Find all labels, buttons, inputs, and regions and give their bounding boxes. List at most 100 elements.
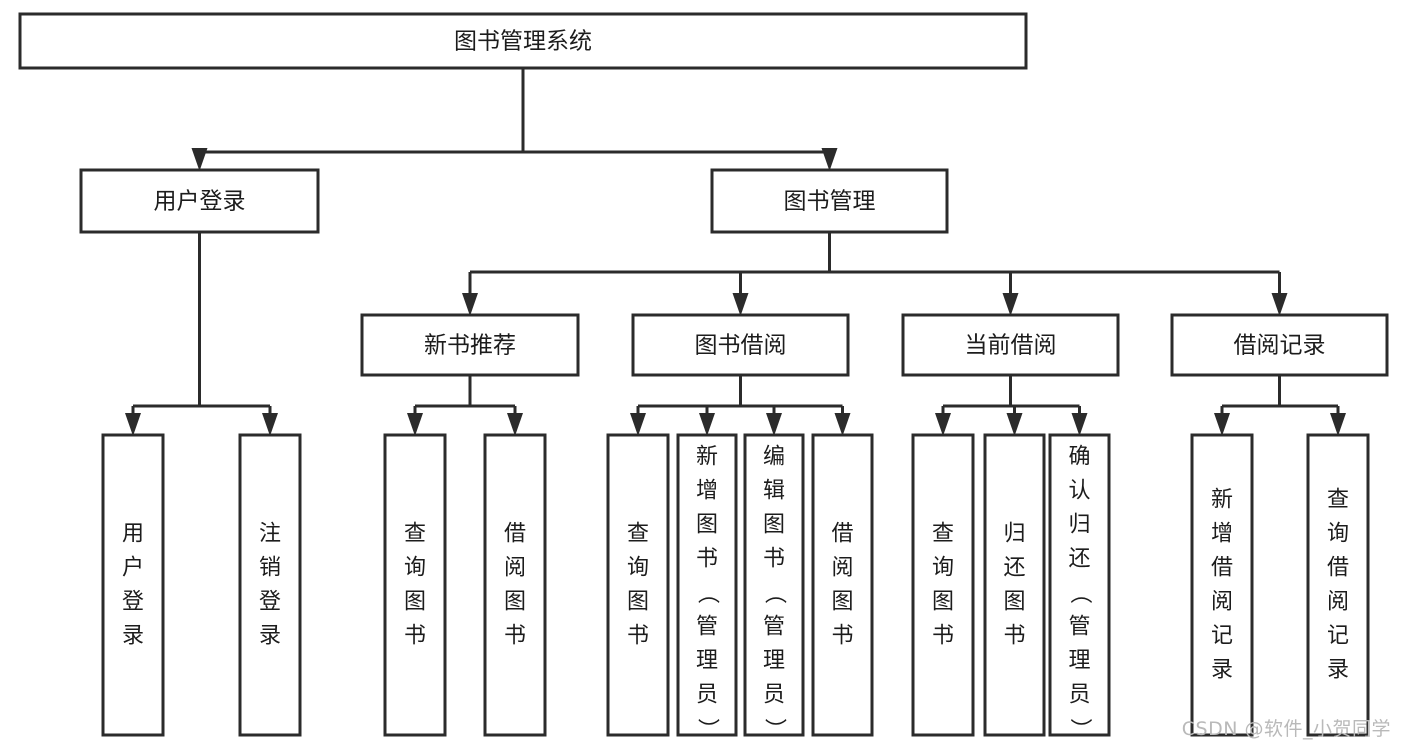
svg-text:理: 理 <box>1068 649 1090 674</box>
svg-text:（: （ <box>1067 582 1092 604</box>
svg-text:阅: 阅 <box>1327 590 1349 615</box>
svg-text:查: 查 <box>932 522 954 547</box>
arrow-head-leaf-query-borrow-record <box>1330 413 1346 436</box>
svg-text:员: 员 <box>1068 683 1090 708</box>
svg-text:查: 查 <box>627 522 649 547</box>
svg-text:（: （ <box>762 582 787 604</box>
svg-text:还: 还 <box>1003 556 1025 581</box>
node-box-leaf-query-borrow-record[interactable] <box>1306 433 1370 737</box>
svg-text:增: 增 <box>1211 522 1233 547</box>
node-box-leaf-confirm-return-admin[interactable] <box>1048 433 1111 737</box>
svg-text:询: 询 <box>1327 522 1349 547</box>
svg-text:查: 查 <box>404 522 426 547</box>
svg-text:记: 记 <box>1211 624 1233 649</box>
node-label-borrow-records: 借阅记录 <box>1234 333 1326 359</box>
svg-text:借: 借 <box>831 522 853 547</box>
arrow-head-user-login <box>191 148 208 171</box>
svg-text:书: 书 <box>1003 624 1025 649</box>
node-box-leaf-query-book-recommend[interactable] <box>383 433 447 737</box>
node-borrow-records[interactable]: 借阅记录 <box>1170 313 1389 377</box>
node-box-book-borrow[interactable] <box>631 313 850 377</box>
svg-text:新: 新 <box>1211 488 1233 513</box>
node-book-borrow[interactable]: 图书借阅 <box>631 313 850 377</box>
arrow-head-borrow-records <box>1271 293 1288 316</box>
node-label-leaf-user-login: 用户登录 <box>122 522 144 649</box>
node-box-borrow-records[interactable] <box>1170 313 1389 377</box>
arrow-head-leaf-logout <box>262 413 278 436</box>
node-box-leaf-edit-book-admin[interactable] <box>743 433 805 737</box>
svg-text:确: 确 <box>1068 445 1090 470</box>
node-current-borrow[interactable]: 当前借阅 <box>901 313 1120 377</box>
svg-text:借: 借 <box>1327 556 1349 581</box>
svg-text:阅: 阅 <box>504 556 526 581</box>
svg-text:阅: 阅 <box>831 556 853 581</box>
svg-text:图: 图 <box>1003 590 1025 615</box>
node-box-leaf-add-borrow-record[interactable] <box>1190 433 1254 737</box>
svg-text:归: 归 <box>1068 513 1090 538</box>
node-box-leaf-borrow-book[interactable] <box>811 433 874 737</box>
arrow-head-leaf-query-book-current <box>935 413 951 436</box>
svg-text:借: 借 <box>504 522 526 547</box>
svg-text:录: 录 <box>122 624 144 649</box>
svg-text:书: 书 <box>404 624 426 649</box>
node-box-root[interactable] <box>18 12 1028 70</box>
node-box-book-manage[interactable] <box>710 168 949 234</box>
node-label-user-login: 用户登录 <box>154 189 246 215</box>
arrow-head-leaf-return-book <box>1006 413 1023 436</box>
node-box-current-borrow[interactable] <box>901 313 1120 377</box>
svg-text:图: 图 <box>763 513 785 538</box>
node-box-leaf-user-login[interactable] <box>101 433 165 737</box>
node-root[interactable]: 图书管理系统 <box>18 12 1028 70</box>
connectors-layer <box>125 68 1346 436</box>
node-box-leaf-borrow-book-recommend[interactable] <box>483 433 547 737</box>
node-box-leaf-add-book-admin[interactable] <box>676 433 738 737</box>
node-box-leaf-query-book-borrow[interactable] <box>606 433 670 737</box>
node-book-manage[interactable]: 图书管理 <box>710 168 949 234</box>
svg-text:）: ） <box>762 718 787 740</box>
node-label-current-borrow: 当前借阅 <box>965 333 1057 359</box>
svg-text:书: 书 <box>932 624 954 649</box>
svg-text:书: 书 <box>763 547 785 572</box>
svg-text:员: 员 <box>696 683 718 708</box>
svg-text:户: 户 <box>122 556 144 581</box>
node-new-book-recommend[interactable]: 新书推荐 <box>360 313 580 377</box>
svg-text:录: 录 <box>1211 658 1233 683</box>
svg-text:新: 新 <box>696 445 718 470</box>
svg-text:询: 询 <box>627 556 649 581</box>
arrow-head-leaf-user-login <box>125 413 141 436</box>
svg-text:录: 录 <box>1327 658 1349 683</box>
node-label-root: 图书管理系统 <box>454 29 592 55</box>
node-box-leaf-return-book[interactable] <box>983 433 1046 737</box>
node-box-leaf-query-book-current[interactable] <box>911 433 975 737</box>
svg-text:书: 书 <box>504 624 526 649</box>
svg-text:阅: 阅 <box>1211 590 1233 615</box>
node-box-user-login[interactable] <box>79 168 320 234</box>
node-leaf-user-login[interactable]: 用户登录 <box>101 433 165 737</box>
node-box-new-book-recommend[interactable] <box>360 313 580 377</box>
svg-text:图: 图 <box>696 513 718 538</box>
svg-text:辑: 辑 <box>763 479 785 504</box>
node-box-leaf-logout[interactable] <box>238 433 302 737</box>
node-user-login[interactable]: 用户登录 <box>79 168 320 234</box>
svg-text:销: 销 <box>259 556 281 581</box>
svg-text:管: 管 <box>696 615 718 640</box>
